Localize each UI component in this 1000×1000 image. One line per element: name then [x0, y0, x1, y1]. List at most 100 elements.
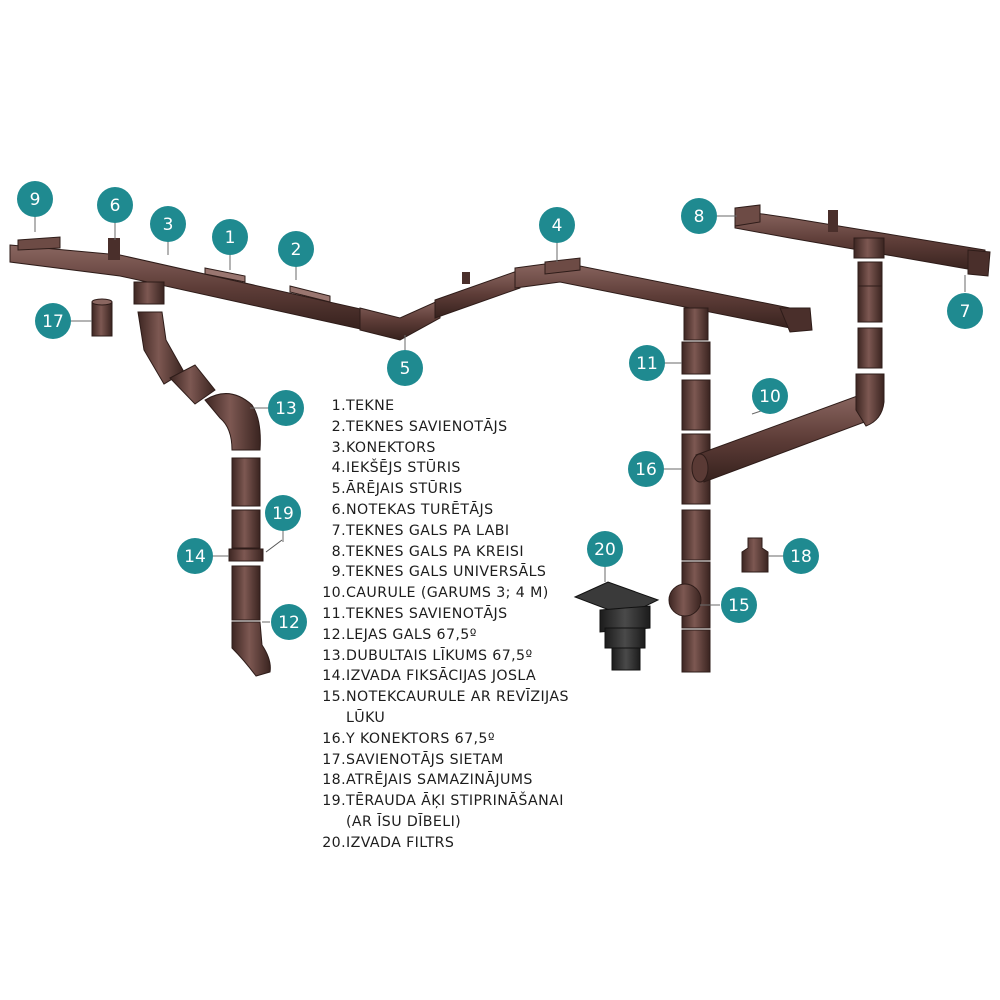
legend-item: 3.KONEKTORS — [318, 438, 569, 459]
legend-item: 15.NOTEKCAURULE AR REVĪZIJAS LŪKU — [318, 687, 569, 729]
svg-text:6: 6 — [110, 196, 121, 216]
legend-item: 16.Y KONEKTORS 67,5º — [318, 729, 569, 750]
legend-item: 8.TEKNES GALS PA KREISI — [318, 542, 569, 563]
legend-item-label: TEKNES GALS UNIVERSĀLS — [346, 564, 547, 581]
legend-item-label: IEKŠĒJS STŪRIS — [346, 460, 461, 477]
legend-item-label: TEKNES GALS PA KREISI — [346, 543, 524, 560]
legend-item: 6.NOTEKAS TURĒTĀJS — [318, 500, 569, 521]
callout-badges: 1 2 3 4 5 6 7 8 9 10 11 12 13 14 15 16 1… — [17, 181, 983, 640]
legend-item: 1.TEKNE — [318, 396, 569, 417]
legend-item-number: 5. — [331, 481, 346, 498]
hook-wire — [265, 539, 283, 553]
svg-text:3: 3 — [163, 215, 174, 235]
reducer-piece — [741, 537, 769, 573]
legend-item-number: 11. — [322, 605, 346, 622]
legend-item-label: TEKNES GALS PA LABI — [346, 522, 510, 539]
right-downpipe — [853, 237, 885, 427]
legend-item-label: NOTEKAS TURĒTĀJS — [346, 501, 494, 518]
legend-item-label: TĒRAUDA ĀĶI STIPRINĀŠANAI (AR ĪSU DĪBELI… — [346, 793, 564, 830]
callout-2: 2 — [278, 231, 314, 267]
callout-1: 1 — [212, 219, 248, 255]
gutter-run-middle — [434, 257, 813, 333]
legend-item-label: SAVIENOTĀJS SIETAM — [346, 751, 504, 768]
middle-downpipe — [668, 307, 711, 673]
legend-item: 11.TEKNES SAVIENOTĀJS — [318, 604, 569, 625]
legend-item-number: 15. — [322, 689, 346, 706]
legend-item-label: TEKNE — [346, 398, 395, 414]
legend-item: 12.LEJAS GALS 67,5º — [318, 625, 569, 646]
legend-item-number: 1. — [331, 398, 346, 414]
callout-7: 7 — [947, 293, 983, 329]
svg-text:8: 8 — [694, 207, 705, 227]
svg-text:15: 15 — [728, 596, 750, 616]
legend-item-label: IZVADA FILTRS — [346, 834, 455, 851]
svg-text:14: 14 — [184, 547, 206, 567]
legend-item-number: 13. — [322, 647, 346, 664]
legend-item-number: 6. — [331, 501, 346, 518]
legend-item: 14.IZVADA FIKSĀCIJAS JOSLA — [318, 666, 569, 687]
svg-text:11: 11 — [636, 354, 658, 374]
callout-3: 3 — [150, 206, 186, 242]
legend-item-number: 10. — [322, 585, 346, 602]
callout-4: 4 — [539, 207, 575, 243]
left-downpipe — [133, 281, 271, 677]
legend-item-label: CAURULE (GARUMS 3; 4 M) — [346, 585, 549, 602]
svg-text:20: 20 — [594, 540, 616, 560]
legend-item-number: 4. — [331, 460, 346, 477]
legend-item-label: NOTEKCAURULE AR REVĪZIJAS LŪKU — [346, 689, 569, 726]
callout-8: 8 — [681, 198, 717, 234]
callout-15: 15 — [721, 587, 757, 623]
legend-item-label: Y KONEKTORS 67,5º — [346, 730, 495, 747]
svg-text:2: 2 — [291, 240, 302, 260]
svg-text:5: 5 — [400, 359, 411, 379]
legend-item-number: 14. — [322, 668, 346, 685]
legend-item: 17.SAVIENOTĀJS SIETAM — [318, 750, 569, 771]
legend-item-number: 8. — [331, 543, 346, 560]
svg-text:17: 17 — [42, 312, 64, 332]
callout-5: 5 — [387, 350, 423, 386]
legend-item: 20.IZVADA FILTRS — [318, 833, 569, 854]
svg-text:9: 9 — [30, 190, 41, 210]
callout-11: 11 — [629, 345, 665, 381]
legend-item-label: LEJAS GALS 67,5º — [346, 626, 477, 643]
legend-item-label: DUBULTAIS LĪKUMS 67,5º — [346, 647, 533, 664]
svg-text:7: 7 — [960, 302, 971, 322]
legend-item-number: 17. — [322, 751, 346, 768]
legend-item-number: 7. — [331, 522, 346, 539]
callout-6: 6 — [97, 187, 133, 223]
legend-item-number: 18. — [322, 772, 346, 789]
callout-16: 16 — [628, 451, 664, 487]
legend-item: 9.TEKNES GALS UNIVERSĀLS — [318, 562, 569, 583]
svg-text:18: 18 — [790, 547, 812, 567]
svg-text:19: 19 — [272, 504, 294, 524]
legend-item: 2.TEKNES SAVIENOTĀJS — [318, 417, 569, 438]
legend-item: 18.ATRĒJAIS SAMAZINĀJUMS — [318, 770, 569, 791]
gutter-brackets — [108, 210, 838, 284]
legend-item-label: KONEKTORS — [346, 439, 436, 456]
svg-text:4: 4 — [552, 216, 563, 236]
legend-item-label: ĀRĒJAIS STŪRIS — [346, 481, 463, 498]
callout-17: 17 — [35, 303, 71, 339]
legend-item-number: 16. — [322, 730, 346, 747]
legend-item-label: IZVADA FIKSĀCIJAS JOSLA — [346, 668, 537, 685]
legend-item-label: TEKNES SAVIENOTĀJS — [346, 418, 508, 435]
svg-text:16: 16 — [635, 460, 657, 480]
legend-item: 7.TEKNES GALS PA LABI — [318, 521, 569, 542]
legend-item-number: 9. — [331, 564, 346, 581]
svg-text:1: 1 — [225, 228, 236, 248]
legend-item: 10.CAURULE (GARUMS 3; 4 M) — [318, 583, 569, 604]
callout-10: 10 — [752, 378, 788, 414]
legend-item-label: TEKNES SAVIENOTĀJS — [346, 605, 508, 622]
legend-item-number: 20. — [322, 834, 346, 851]
legend-item-label: ATRĒJAIS SAMAZINĀJUMS — [346, 772, 533, 789]
callout-14: 14 — [177, 538, 213, 574]
legend-item: 5.ĀRĒJAIS STŪRIS — [318, 479, 569, 500]
drain-filter — [573, 581, 660, 671]
legend-item: 4.IEKŠĒJS STŪRIS — [318, 458, 569, 479]
callout-18: 18 — [783, 538, 819, 574]
legend-item: 13.DUBULTAIS LĪKUMS 67,5º — [318, 646, 569, 667]
callout-13: 13 — [268, 390, 304, 426]
callout-20: 20 — [587, 531, 623, 567]
